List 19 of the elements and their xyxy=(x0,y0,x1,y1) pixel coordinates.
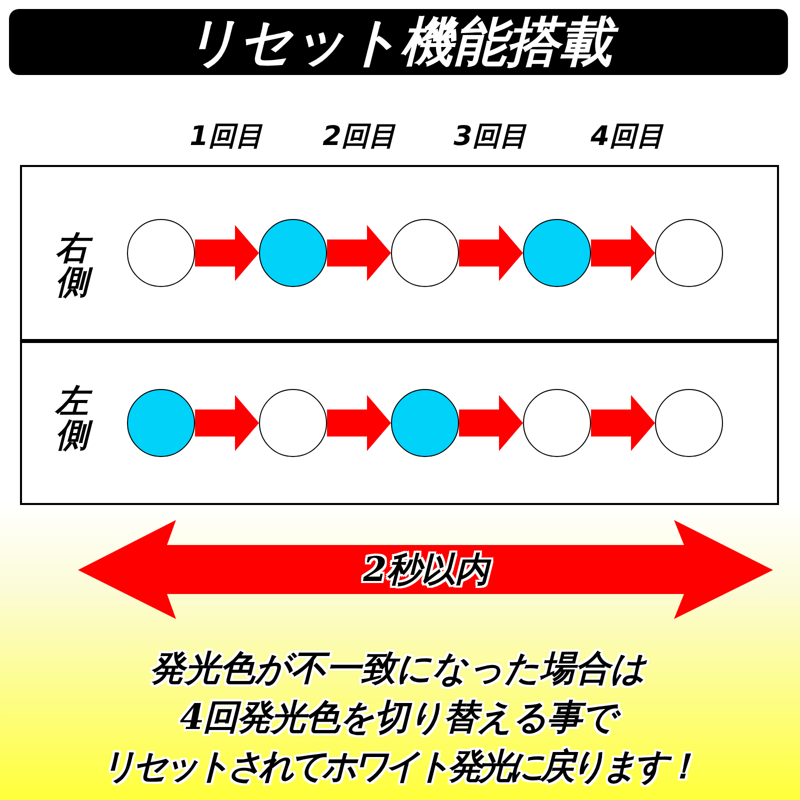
row-panel xyxy=(20,341,779,505)
row-label: 右側 xyxy=(50,229,94,301)
arrow xyxy=(591,395,655,451)
arrow xyxy=(195,395,259,451)
column-heading: 2回目 xyxy=(322,121,396,153)
arrow xyxy=(459,395,523,451)
arrow-label: 2秒以内 xyxy=(360,550,492,590)
row-panel xyxy=(20,165,779,341)
column-heading: 4回目 xyxy=(590,121,664,153)
note-text: 発光色が不一致になった場合は4回発光色を切り替える事でリセットされてホワイト発光に戻ります！ xyxy=(100,647,696,789)
column-heading: 1回目 xyxy=(190,121,262,153)
row-label: 左側 xyxy=(50,382,94,454)
column-heading: 3回目 xyxy=(454,121,526,153)
title-bar: リセット機能搭載 xyxy=(9,9,788,75)
arrow xyxy=(591,225,655,281)
arrow xyxy=(327,395,391,451)
arrow xyxy=(459,225,523,281)
arrow xyxy=(195,225,259,281)
arrow xyxy=(327,225,391,281)
